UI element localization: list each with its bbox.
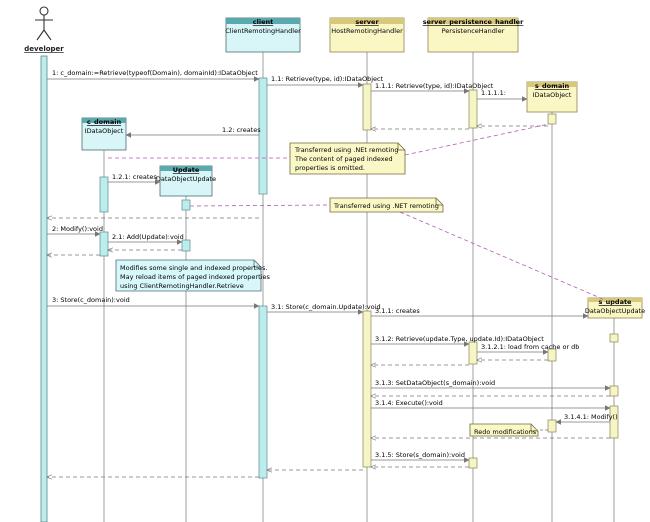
message-1-1: 1.1: Retrieve(type, id):IDataObject: [267, 75, 384, 88]
server-activation-2: [362, 310, 372, 468]
s-domain-name: s_domain: [535, 82, 570, 90]
c-domain-activation-2: [99, 231, 109, 257]
participant-client-name: client: [253, 18, 273, 26]
message-3-1-4-label: 3.1.4: Execute():void: [375, 399, 443, 407]
developer-lifeline-bar: [40, 55, 48, 522]
participant-c-domain: c_domain IDataObject: [81, 117, 127, 151]
message-1-1-1-1-label: 1.1.1.1:: [481, 89, 506, 97]
c-domain-name: c_domain: [87, 118, 122, 126]
note-3-line-2: May reload items of paged indexed proper…: [120, 273, 270, 281]
note-3-line-3: using ClientRemotingHandler.Retrieve: [120, 282, 244, 290]
participant-server-type: HostRemotingHandler: [331, 27, 403, 35]
actor-name: developer: [24, 45, 64, 53]
note2-connector-left: [189, 204, 331, 207]
participant-persistence: server_persistence_handler PersistenceHa…: [423, 17, 524, 53]
actor-developer: developer: [24, 6, 64, 53]
participant-client: client ClientRemotingHandler: [225, 17, 301, 53]
note-2-line-1: Transferred using .NET remoting: [333, 202, 439, 210]
participant-server-name: server: [355, 18, 379, 26]
message-2-1: 2.1: Add(Update):void: [108, 233, 184, 245]
note-remoting-1: Transferred using .NEt remoting The cont…: [289, 142, 406, 175]
client-activation-2: [258, 305, 268, 479]
message-1: 1: c_domain:=Retrieve(typeof(Domain), do…: [47, 69, 260, 82]
client-activation-1: [258, 77, 268, 195]
s-update-name: s_update: [599, 298, 633, 306]
note-modifies: Modifies some single and indexed propert…: [115, 259, 270, 292]
s-domain-activation-2: [547, 348, 557, 362]
participant-server: server HostRemotingHandler: [329, 17, 405, 53]
actor-head-icon: [39, 6, 49, 16]
s-domain-activation-3: [547, 419, 557, 433]
s-domain-activation-1: [547, 113, 557, 125]
persist-activation-3: [468, 457, 478, 469]
message-1-2-label: 1.2: creates: [222, 126, 261, 134]
participant-s-update: s_update DataObjectUpdate: [585, 297, 645, 319]
message-3-1-4-1: 3.1.4.1: Modify(): [555, 413, 618, 425]
message-1-2-1-label: 1.2.1: creates: [112, 173, 157, 181]
c-domain-activation-1: [99, 176, 109, 213]
message-3-1-3: 3.1.3: SetDataObject(s_domain):void: [371, 379, 611, 391]
message-3-1-4-1-label: 3.1.4.1: Modify(): [564, 413, 618, 421]
message-2: 2: Modify():void: [47, 225, 103, 237]
update-activation-1: [181, 199, 191, 211]
message-3: 3: Store(c_domain):void: [47, 296, 260, 309]
c-domain-type: IDataObject: [85, 127, 124, 135]
update-type: DataObjectUpdate: [156, 175, 216, 183]
message-1-label: 1: c_domain:=Retrieve(typeof(Domain), do…: [52, 69, 258, 77]
persist-activation-1: [468, 89, 478, 129]
participant-s-domain: s_domain IDataObject: [526, 81, 578, 113]
participant-update: Update DataObjectUpdate: [156, 165, 216, 197]
message-3-1-1-label: 3.1.1: creates: [375, 307, 420, 315]
message-3-1-2: 3.1.2: Retrieve(update.Type, update.Id):…: [371, 335, 544, 347]
message-3-1-2-1-label: 3.1.2.1: load from cache or db: [481, 343, 579, 351]
message-1-2: 1.2: creates: [125, 126, 261, 138]
message-3-1-5: 3.1.5: Store(s_domain):void: [371, 451, 470, 463]
message-3-1-4: 3.1.4: Execute():void: [371, 399, 611, 411]
note-remoting-2: Transferred using .NET remoting: [329, 197, 444, 213]
note1-connector-right: [404, 123, 550, 156]
s-domain-type: IDataObject: [533, 91, 572, 99]
update-name: Update: [173, 166, 200, 174]
note-3-line-1: Modifies some single and indexed propert…: [120, 264, 267, 272]
message-1-1-1: 1.1.1: Retrieve(type, id):IDataObject: [371, 82, 494, 94]
message-3-1-5-label: 3.1.5: Store(s_domain):void: [375, 451, 465, 459]
update-activation-2: [181, 239, 191, 252]
message-2-label: 2: Modify():void: [52, 225, 103, 233]
message-3-1-3-label: 3.1.3: SetDataObject(s_domain):void: [375, 379, 495, 387]
message-3-label: 3: Store(c_domain):void: [52, 296, 130, 304]
message-3-1-2-1: 3.1.2.1: load from cache or db: [477, 343, 579, 355]
participant-client-type: ClientRemotingHandler: [225, 27, 301, 35]
note-redo: Redo modifications: [469, 423, 539, 437]
message-1-2-1: 1.2.1: creates: [108, 173, 161, 185]
note-1-line-2: The content of paged indexed: [294, 155, 393, 163]
message-3-1-2-label: 3.1.2: Retrieve(update.Type, update.Id):…: [375, 335, 544, 343]
message-1-1-1-1: 1.1.1.1:: [477, 89, 528, 102]
note-1-line-3: properties is omitted.: [295, 164, 365, 172]
message-1-1-1-label: 1.1.1: Retrieve(type, id):IDataObject: [375, 82, 494, 90]
message-3-1: 3.1: Store(c_domain.Update):void: [267, 303, 381, 315]
s-update-type: DataObjectUpdate: [585, 307, 645, 315]
note-1-line-1: Transferred using .NEt remoting: [294, 146, 398, 154]
participant-persist-type: PersistenceHandler: [442, 27, 505, 35]
note2-connector-right: [399, 211, 606, 301]
message-2-1-label: 2.1: Add(Update):void: [112, 233, 184, 241]
s-update-activation-2: [609, 385, 619, 397]
persist-activation-2: [468, 341, 478, 365]
participant-persist-name: server_persistence_handler: [423, 18, 524, 26]
message-1-1-label: 1.1: Retrieve(type, id):IDataObject: [271, 75, 384, 83]
server-activation-1: [362, 83, 372, 131]
s-update-activation-1: [609, 333, 619, 343]
message-3-1-label: 3.1: Store(c_domain.Update):void: [271, 303, 381, 311]
s-update-activation-3: [609, 405, 619, 439]
note-4-line-1: Redo modifications: [474, 428, 537, 436]
message-3-1-1: 3.1.1: creates: [371, 307, 589, 319]
